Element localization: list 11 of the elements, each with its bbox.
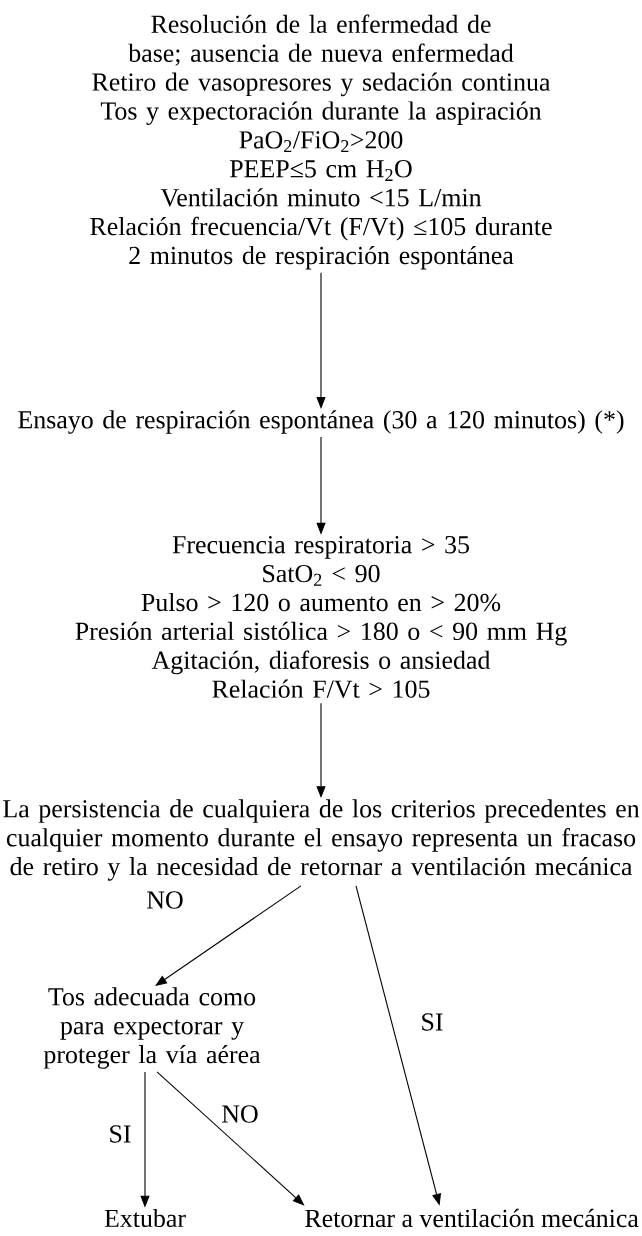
- step-text: Ensayo de respiración espontánea (30 a 120 minutos) (*): [18, 410, 624, 434]
- step-text: La persistencia de cualquiera de los criterios precedentes en cualquier momento durante el ensayo representa un fracaso de retiro y la necesidad de retornar a ventilación mecánica: [3, 799, 640, 881]
- decision-text: Tos adecuada como para expectorar y proteger la vía aérea: [43, 987, 261, 1069]
- outcome-text: Retornar a ventilación mecánica: [305, 1208, 639, 1228]
- edge-label: NO: [220, 1104, 260, 1124]
- edge-label: NO: [145, 890, 185, 910]
- criteria-text: Resolución de la enfermedad de base; ausencia de nueva enfermedad Retiro de vasopresores y sedación continua Tos y expectoración durante la aspiración PaO$_{2}$/FiO$_{2}$>200 PEEP≤5 cm H$_{2}$O Ventilación minuto <15 L/min Relación frecuencia/Vt (F/Vt) ≤105 durante 2 minutos de respiración espontánea: [90, 14, 552, 270]
- edge-label: SI: [419, 1012, 445, 1032]
- edge-label: SI: [107, 1124, 133, 1144]
- outcome-text: Extubar: [104, 1208, 186, 1228]
- criteria-text: Frecuencia respiratoria > 35 SatO$_{2}$ < 90 Pulso > 120 o aumento en > 20% Presión arterial sistólica > 180 o < 90 mm Hg Agitación, diaforesis o ansiedad Relación F/Vt > 105: [75, 536, 567, 698]
